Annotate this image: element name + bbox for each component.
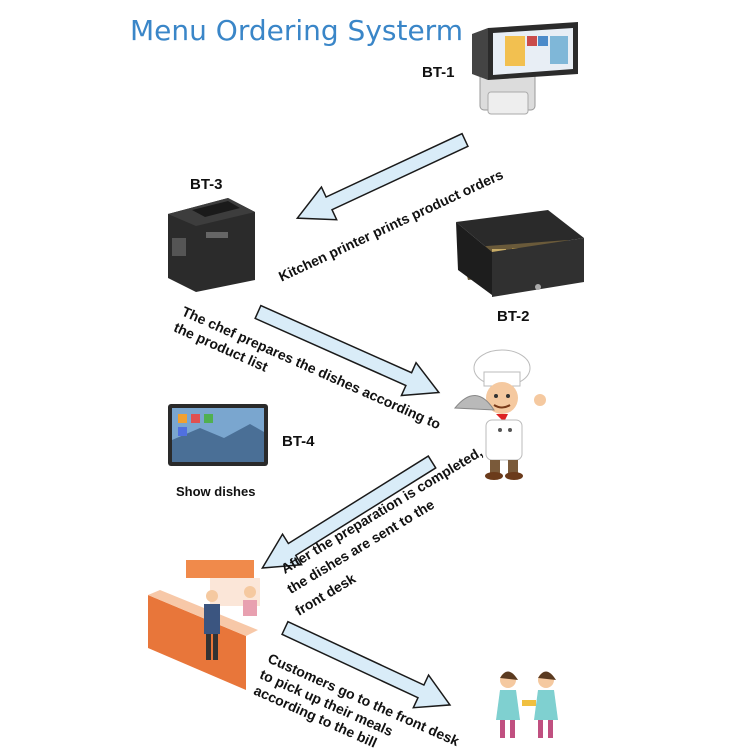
caption-show-dishes: Show dishes bbox=[176, 484, 256, 499]
label-bt2: BT-2 bbox=[497, 308, 530, 325]
label-bt3: BT-3 bbox=[190, 176, 223, 193]
cash-drawer-image bbox=[456, 210, 584, 297]
label-bt1: BT-1 bbox=[422, 64, 455, 81]
label-bt4: BT-4 bbox=[282, 433, 315, 450]
chef-image bbox=[453, 349, 546, 480]
arrow-pos-to-printer bbox=[295, 132, 469, 221]
arrow-printer-to-chef bbox=[254, 304, 441, 397]
front-desk-image bbox=[148, 560, 260, 690]
diagram-title: Menu Ordering Systerm bbox=[130, 14, 463, 47]
kitchen-printer-image bbox=[168, 198, 255, 292]
customers-image bbox=[496, 671, 558, 738]
pos-terminal-image bbox=[472, 22, 578, 115]
arrow-chef-to-desk bbox=[260, 455, 437, 569]
arrow-desk-to-customers bbox=[281, 620, 452, 709]
display-screen-image bbox=[168, 404, 268, 466]
